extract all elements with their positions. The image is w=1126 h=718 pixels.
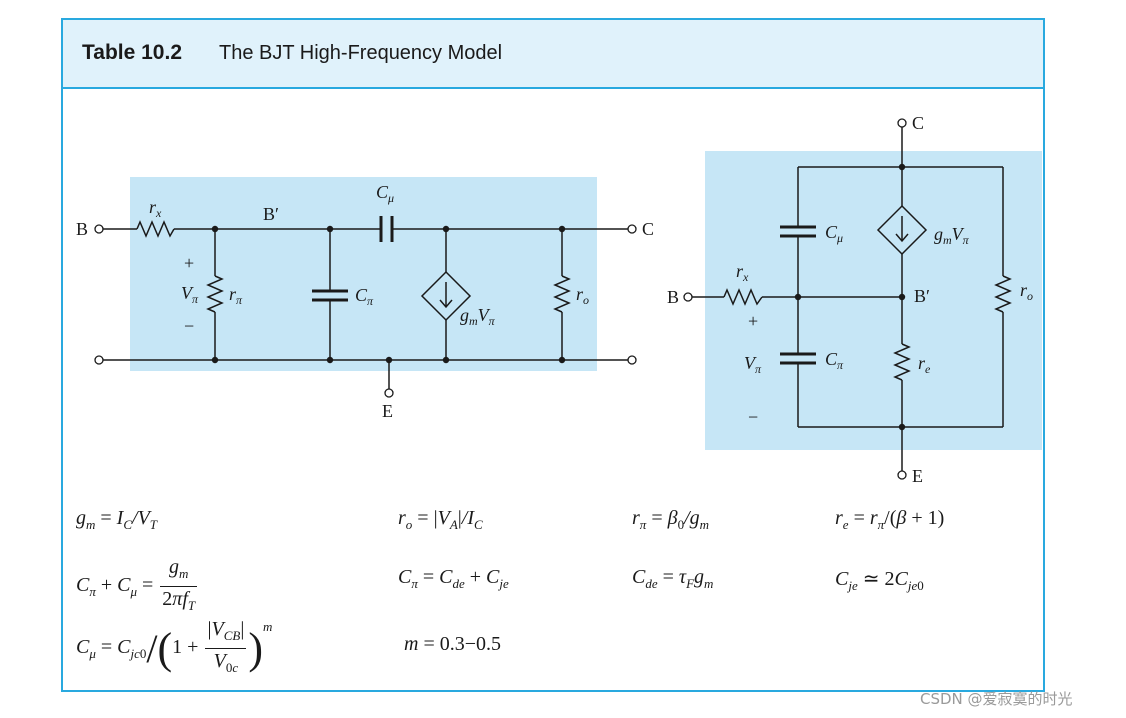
rpi-resistor — [206, 275, 224, 313]
eq-gm: gm = IC/VT — [76, 507, 158, 532]
rx-resistor — [136, 220, 175, 238]
watermark: CSDN @爱寂寞的时光 — [920, 690, 1073, 708]
ro-resistor — [553, 275, 571, 313]
t-model-panel — [705, 151, 1042, 450]
terminal-b — [94, 224, 104, 234]
hp-label-minus: − — [184, 316, 194, 336]
t-terminal-c — [897, 118, 907, 128]
t-re-resistor — [893, 343, 911, 381]
eq-re: re = rπ/(β + 1) — [835, 507, 945, 532]
eq-cje: Cje ≃ 2Cje0 — [835, 568, 924, 593]
terminal-e — [384, 388, 394, 398]
hp-label-bprime: B′ — [263, 204, 279, 224]
hp-label-e: E — [382, 401, 393, 421]
t-label-plus: + — [748, 311, 758, 331]
terminal-c — [627, 224, 637, 234]
eq-cde: Cde = τFgm — [632, 566, 714, 591]
hp-label-plus: + — [184, 253, 194, 273]
t-terminal-e — [897, 470, 907, 480]
eq-rpi: rπ = β0/gm — [632, 507, 710, 532]
hybrid-pi-model: B C E B′ rx rπ Cμ Cπ gmVπ ro Vπ + − — [76, 177, 654, 421]
t-label-bprime: B′ — [914, 286, 930, 306]
t-label-minus: − — [748, 407, 758, 427]
hp-label-gmvpi: gmVπ — [460, 305, 496, 328]
eq-ro: ro = |VA|/IC — [398, 507, 483, 532]
t-label-b: B — [667, 287, 679, 307]
eq-cmu: Cμ = Cjc0/(1 + |VCB|V0c)m — [76, 618, 273, 675]
terminal-bottom-right — [627, 355, 637, 365]
t-model: C B E B′ rx Cμ Cπ gmVπ ro re Vπ + − — [667, 113, 1042, 486]
t-ro-resistor — [994, 275, 1012, 313]
t-label-e: E — [912, 466, 923, 486]
eq-cpi: Cπ = Cde + Cje — [398, 566, 509, 591]
hp-label-c: C — [642, 219, 654, 239]
t-terminal-b — [683, 292, 693, 302]
table-title: The BJT High-Frequency Model — [219, 42, 503, 64]
table-header: Table 10.2 The BJT High-Frequency Model — [63, 20, 1043, 89]
table-number: Table 10.2 — [82, 41, 182, 64]
t-rx-resistor — [723, 288, 763, 306]
hp-label-b: B — [76, 219, 88, 239]
eq-m: m = 0.3−0.5 — [404, 633, 502, 655]
t-label-c: C — [912, 113, 924, 133]
hybrid-pi-panel — [130, 177, 597, 371]
t-label-gmvpi: gmVπ — [934, 224, 970, 247]
terminal-bottom-left — [94, 355, 104, 365]
